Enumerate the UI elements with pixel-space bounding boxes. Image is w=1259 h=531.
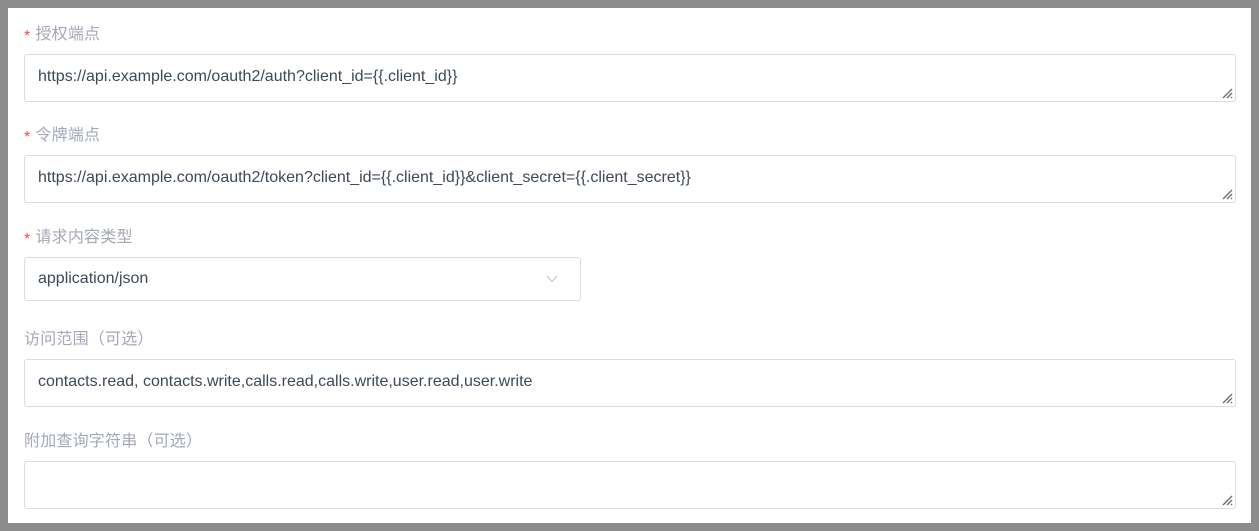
request-content-type-selected-value: application/json: [38, 270, 149, 287]
label-token-endpoint: *令牌端点: [24, 125, 1236, 147]
control-wrap-authorization-endpoint: [24, 54, 1236, 102]
form-item-token-endpoint: *令牌端点: [24, 125, 1236, 203]
control-wrap-token-endpoint: [24, 155, 1236, 203]
scopes-input[interactable]: [24, 359, 1236, 407]
label-request-content-type: *请求内容类型: [24, 227, 1236, 249]
form-item-authorization-endpoint: *授权端点: [24, 24, 1236, 102]
control-wrap-scopes: [24, 359, 1236, 407]
request-content-type-select[interactable]: application/json: [24, 257, 581, 301]
label-authorization-endpoint: *授权端点: [24, 24, 1236, 46]
label-text: 请求内容类型: [35, 229, 133, 246]
form-item-scopes: 访问范围（可选）: [24, 329, 1236, 407]
form-item-extra-query-string: 附加查询字符串（可选）: [24, 431, 1236, 509]
label-scopes: 访问范围（可选）: [24, 331, 154, 348]
chevron-down-icon[interactable]: [545, 272, 559, 286]
control-wrap-extra-query-string: [24, 461, 1236, 509]
form-item-request-content-type: *请求内容类型 application/json: [24, 227, 1236, 301]
authorization-endpoint-input[interactable]: [24, 54, 1236, 102]
page-viewport: *授权端点 *令牌端点 *请求内容类型 applic: [8, 8, 1251, 523]
label-text: 令牌端点: [35, 127, 101, 144]
required-asterisk-icon: *: [24, 231, 31, 248]
extra-query-string-input[interactable]: [24, 461, 1236, 509]
required-asterisk-icon: *: [24, 129, 31, 146]
control-wrap-request-content-type: application/json: [24, 257, 1236, 301]
label-extra-query-string: 附加查询字符串（可选）: [24, 433, 203, 450]
required-asterisk-icon: *: [24, 28, 31, 45]
label-text: 授权端点: [35, 26, 101, 43]
token-endpoint-input[interactable]: [24, 155, 1236, 203]
